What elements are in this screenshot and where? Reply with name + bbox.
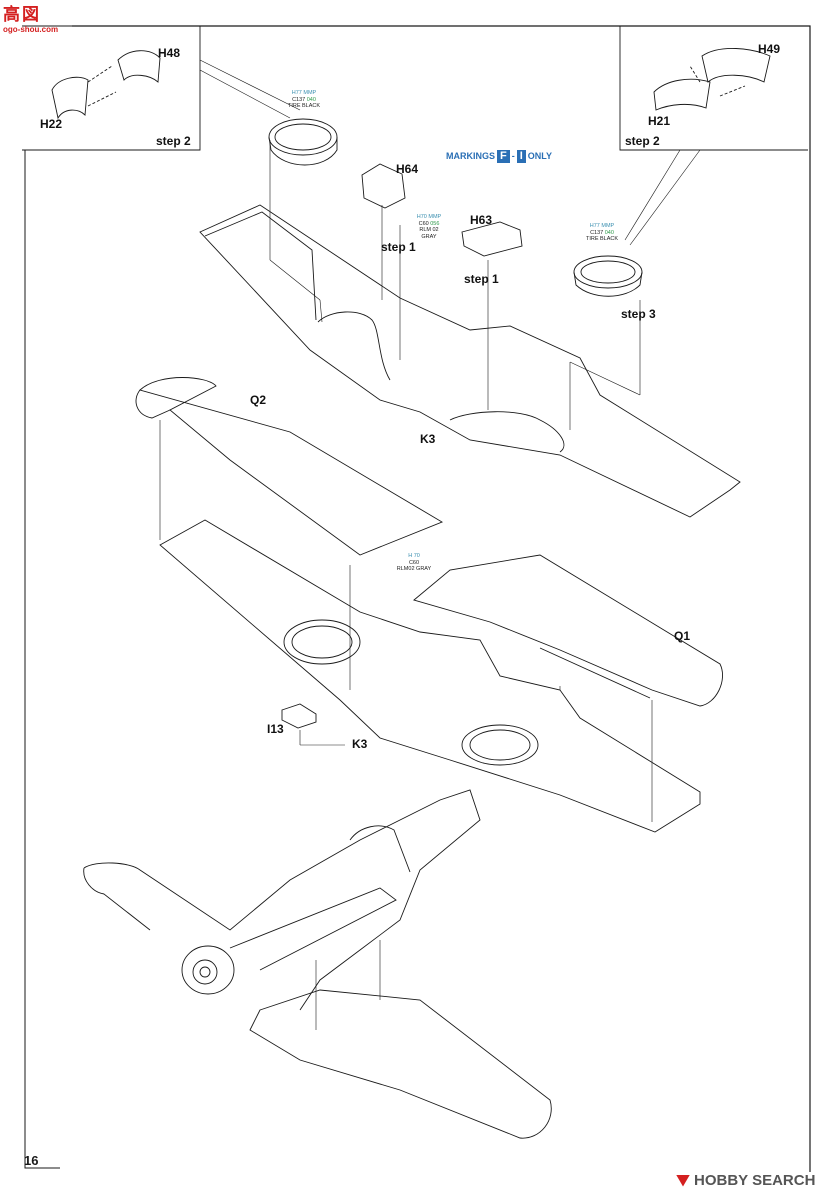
- paint-code: H70 MMP: [416, 214, 442, 220]
- markings-suffix: ONLY: [527, 151, 552, 161]
- upper-wing-top: [199, 140, 741, 518]
- markings-prefix: MARKINGS: [446, 151, 495, 161]
- paint-name: TIRE BLACK: [287, 103, 321, 109]
- paint-code: H77 MMP: [291, 90, 317, 96]
- brand-text: HOBBY SEARCH: [694, 1172, 816, 1189]
- markings-dash: -: [511, 151, 515, 161]
- paint-code: 056: [430, 220, 440, 227]
- watermark-text: 高図: [3, 5, 41, 25]
- paint-code: 040: [306, 96, 316, 103]
- paint-code: H77 MMP: [589, 223, 615, 229]
- markings-f: F: [497, 149, 510, 163]
- part-q1: [413, 554, 723, 707]
- label-h49: H49: [758, 42, 781, 56]
- paint-code: H 70: [408, 553, 420, 559]
- label-q2: Q2: [250, 393, 267, 407]
- step-h64: step 1: [381, 240, 416, 254]
- label-h48: H48: [158, 46, 181, 60]
- brand-logo: HOBBY SEARCH: [676, 1172, 815, 1189]
- paint-name: RLM 02: [419, 227, 439, 233]
- paint-name: TIRE BLACK: [585, 236, 619, 242]
- paint-code: C137: [292, 96, 306, 103]
- part-h63: [461, 221, 523, 257]
- paint-code: C60: [418, 220, 429, 227]
- left-inset-box: [22, 25, 201, 151]
- right-inset-box: [619, 26, 808, 151]
- label-h63: H63: [470, 213, 493, 227]
- wing-middle: [159, 519, 701, 833]
- part-q2: [135, 377, 444, 690]
- paint-callout-right-bay: H77 MMP C137 040 TIRE BLACK: [584, 223, 620, 243]
- paint-callout-h64: H70 MMP C60 056 RLM 02 GRAY: [412, 214, 446, 240]
- paint-name: RLM02 GRAY: [396, 566, 432, 572]
- page-border: [72, 25, 811, 1172]
- label-h22: H22: [40, 117, 63, 131]
- step-left-inset: step 2: [156, 134, 191, 148]
- markings-i: I: [516, 149, 526, 163]
- watermark-url: ogo-shou.com: [3, 25, 59, 34]
- page-number: 16: [24, 1153, 39, 1168]
- part-h48-h22: [51, 50, 161, 120]
- label-q1: Q1: [674, 629, 691, 643]
- label-h64: H64: [396, 162, 419, 176]
- step-right-wheel: step 3: [621, 307, 656, 321]
- part-i13: [281, 703, 345, 746]
- label-i13: I13: [267, 722, 284, 736]
- part-h64: [361, 163, 406, 209]
- paint-code: C60: [408, 559, 420, 566]
- part-h49-h21: [653, 47, 771, 111]
- wheel-bay-left: [268, 118, 338, 166]
- paint-code: 040: [604, 229, 614, 236]
- wheel-bay-right: [573, 255, 643, 297]
- label-k3-bottom: K3: [352, 737, 368, 751]
- paint-callout-lower-wing: H 70 C60 RLM02 GRAY: [392, 553, 436, 573]
- label-h21: H21: [648, 114, 671, 128]
- aircraft-final: [83, 789, 552, 1139]
- paint-name: GRAY: [421, 233, 437, 240]
- markings-badge: MARKINGS F - I ONLY: [446, 149, 552, 163]
- brand-mark-icon: [676, 1174, 690, 1187]
- paint-callout-left-bay: H77 MMP C137 040 TIRE BLACK: [286, 90, 322, 110]
- watermark-logo: 高図 ogo-shou.com: [3, 5, 69, 34]
- label-k3-top: K3: [420, 432, 436, 446]
- step-h63: step 1: [464, 272, 499, 286]
- step-right-inset: step 2: [625, 134, 660, 148]
- paint-code: C137: [590, 229, 604, 236]
- page-border-left: [24, 150, 60, 1169]
